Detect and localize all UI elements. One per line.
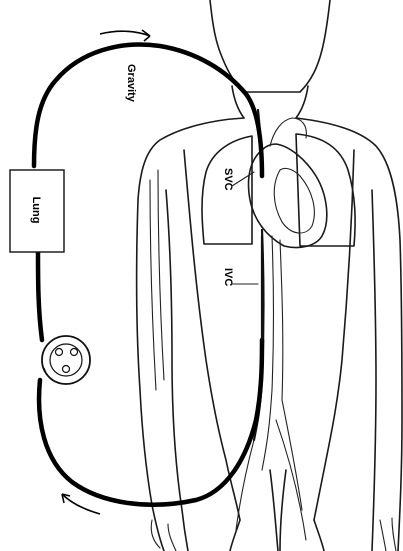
crotch (270, 470, 286, 551)
pump-icon (42, 336, 90, 384)
oxygenator-to-pump-line (38, 252, 42, 340)
gravity-label: Gravity (125, 64, 137, 103)
left-arm-inner (166, 190, 188, 551)
lung-label: Lung (30, 197, 42, 224)
bottom-flow-arrow (62, 494, 100, 514)
left-hand (151, 520, 176, 551)
left-arm-line (150, 180, 156, 390)
heart-chamber (274, 168, 314, 233)
aorta (270, 118, 306, 146)
left-arm-line-2 (158, 170, 164, 380)
oxygenator: Lung (10, 170, 64, 252)
svc-leader (232, 172, 254, 186)
torso-right (314, 150, 354, 520)
svc-label: SVC (222, 168, 234, 191)
right-leg (314, 520, 324, 551)
body-outline (137, 0, 402, 551)
right-hand (380, 518, 396, 551)
return-line (34, 44, 262, 176)
left-leg (230, 520, 240, 551)
right-arm-outer (296, 118, 402, 551)
top-flow-arrow (100, 31, 150, 36)
right-arm-inner (372, 190, 376, 551)
torso-left (184, 150, 240, 520)
